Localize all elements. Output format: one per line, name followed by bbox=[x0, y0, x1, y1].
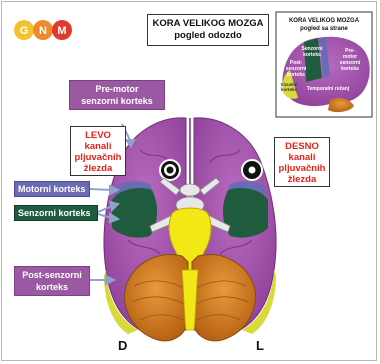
right-sensory-region bbox=[223, 187, 268, 237]
inset-post-line3: korteks bbox=[287, 72, 305, 78]
label-levo-line2: kanali bbox=[71, 141, 125, 152]
label-premotor-line2: senzorni korteks bbox=[70, 95, 164, 107]
inset-temporal-label: Temporalni režanj bbox=[307, 86, 350, 92]
gnm-logo: G N M bbox=[14, 20, 72, 40]
main-title-line2: pogled odozdo bbox=[148, 30, 268, 42]
inset-senzorni-line2: korteks bbox=[303, 52, 321, 58]
label-premotor: Pre-motor senzorni korteks bbox=[69, 80, 165, 110]
label-levo-box: LEVO kanali pljuvačnih žlezda bbox=[70, 126, 126, 176]
left-target bbox=[159, 159, 181, 181]
label-levo-line4: žlezda bbox=[71, 163, 125, 174]
label-postsenzorni-line2: korteks bbox=[15, 281, 89, 293]
left-sensory-region bbox=[112, 187, 157, 237]
arrow-motorni bbox=[90, 189, 112, 190]
inset-title-line1: KORA VELIKOG MOZGA bbox=[289, 18, 360, 24]
label-desno-line1: DESNO bbox=[275, 141, 329, 152]
main-title-line1: KORA VELIKOG MOZGA bbox=[148, 18, 268, 30]
logo-letter-g: G bbox=[20, 25, 29, 37]
inset-title-line2: pogled sa strane bbox=[300, 26, 348, 32]
corner-label-left: D bbox=[118, 338, 127, 353]
inset-vizuelni-line2: korteks bbox=[281, 87, 298, 92]
label-desno-line2: kanali bbox=[275, 152, 329, 163]
logo-letter-m: M bbox=[57, 25, 66, 37]
label-desno-box: DESNO kanali pljuvačnih žlezda bbox=[274, 137, 330, 187]
label-postsenzorni-line1: Post-senzorni bbox=[15, 269, 89, 281]
label-levo-line1: LEVO bbox=[71, 130, 125, 141]
main-title-box: KORA VELIKOG MOZGA pogled odozdo bbox=[147, 14, 269, 46]
right-target bbox=[241, 159, 263, 181]
label-desno-line3: pljuvačnih bbox=[275, 163, 329, 174]
inset-panel: KORA VELIKOG MOZGA pogled sa strane Senz… bbox=[276, 12, 372, 117]
label-levo-line3: pljuvačnih bbox=[71, 152, 125, 163]
label-premotor-line1: Pre-motor bbox=[70, 83, 164, 95]
logo-letter-n: N bbox=[39, 25, 47, 37]
label-postsenzorni: Post-senzorni korteks bbox=[14, 266, 90, 296]
inset-premotor-line4: korteks bbox=[341, 66, 359, 72]
label-motorni-korteks: Motorni korteks bbox=[14, 181, 90, 197]
brain-inferior-view bbox=[104, 118, 276, 341]
label-senzorni-korteks: Senzorni korteks bbox=[14, 205, 98, 221]
corner-label-right: L bbox=[256, 338, 264, 353]
label-desno-line4: žlezda bbox=[275, 174, 329, 185]
